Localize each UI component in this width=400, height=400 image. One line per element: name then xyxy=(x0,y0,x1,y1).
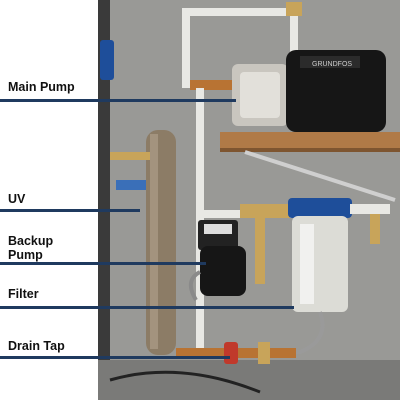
label-panel xyxy=(0,0,98,400)
leader-uv xyxy=(0,209,140,212)
uv-connector xyxy=(116,180,146,190)
drain-valve xyxy=(224,342,238,364)
leader-main-pump xyxy=(0,99,236,102)
label-backup-pump: Backup Pump xyxy=(8,234,54,262)
filter-head xyxy=(288,198,352,218)
blue-bottle xyxy=(100,40,114,80)
label-drain-tap: Drain Tap xyxy=(8,339,65,353)
backup-pump-body xyxy=(200,246,246,296)
shelf-bracket xyxy=(244,150,396,202)
leader-drain-tap xyxy=(0,356,230,359)
floor xyxy=(98,360,400,400)
brass-tee xyxy=(240,204,290,218)
floor-cable xyxy=(109,370,261,394)
main-pump-motor xyxy=(286,50,386,132)
brass-fitting xyxy=(286,2,302,16)
wooden-shelf xyxy=(220,132,400,150)
leader-filter xyxy=(0,306,294,309)
filter-outlet-hose xyxy=(260,311,325,354)
label-main-pump: Main Pump xyxy=(8,80,75,94)
label-filter: Filter xyxy=(8,287,39,301)
uv-inlet xyxy=(110,152,150,160)
pump-brand-text: GRUNDFOS xyxy=(312,61,352,68)
leader-backup-pump xyxy=(0,262,206,265)
pump-inlet-copper xyxy=(190,80,236,90)
inlet-pipe xyxy=(182,10,190,88)
label-uv: UV xyxy=(8,192,26,206)
